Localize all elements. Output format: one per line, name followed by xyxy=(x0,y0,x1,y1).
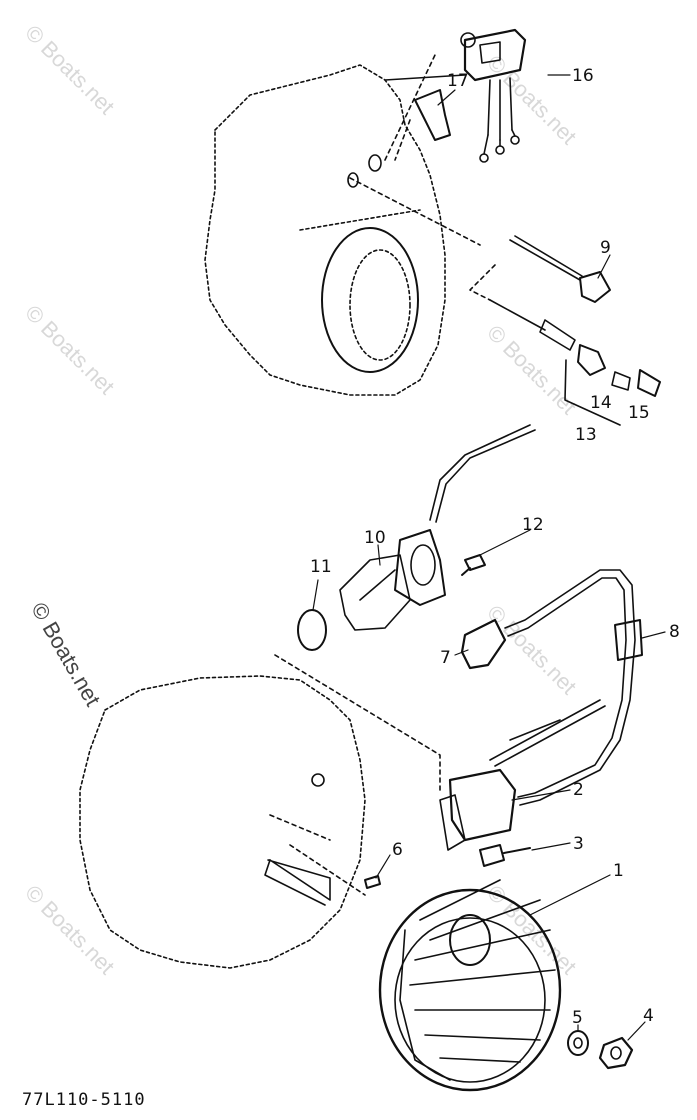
part-2-charge-coil xyxy=(439,699,606,851)
callout-8: 8 xyxy=(669,622,680,642)
housing-opening xyxy=(321,227,419,373)
part-1-flywheel xyxy=(378,879,562,1092)
part-10-ignition-coil xyxy=(339,424,536,631)
diagram-code: 77L110-5110 xyxy=(22,1090,146,1110)
lower-housing xyxy=(79,675,366,969)
callout-2: 2 xyxy=(573,780,584,800)
callout-9: 9 xyxy=(600,238,611,258)
part-9-stop-switch xyxy=(509,235,611,303)
callout-3: 3 xyxy=(573,834,584,854)
callout-15: 15 xyxy=(628,403,650,423)
callout-13: 13 xyxy=(575,425,597,445)
callout-17: 17 xyxy=(447,71,469,91)
callout-1: 1 xyxy=(613,861,624,881)
part-17-bracket xyxy=(414,89,451,141)
callout-4: 4 xyxy=(643,1006,654,1026)
part-4-nut xyxy=(598,1036,634,1070)
callout-10: 10 xyxy=(364,528,386,548)
part-6-key xyxy=(364,875,381,889)
callout-6: 6 xyxy=(392,840,403,860)
part-16-cdi-unit xyxy=(460,28,527,163)
callout-12: 12 xyxy=(522,515,544,535)
callout-14: 14 xyxy=(590,393,612,413)
part-5-washer xyxy=(567,1030,589,1056)
part-3-bolt xyxy=(479,844,531,867)
callout-7: 7 xyxy=(440,648,451,668)
part-8-clamp xyxy=(614,619,643,661)
callout-16: 16 xyxy=(572,66,594,86)
part-12-screw xyxy=(461,554,486,576)
callout-11: 11 xyxy=(310,557,332,577)
part-7-plug-cap xyxy=(460,569,636,806)
part-13-switch-assy xyxy=(489,299,661,426)
part-11-gasket xyxy=(297,609,327,651)
callout-5: 5 xyxy=(572,1008,583,1028)
upper-housing xyxy=(204,64,446,396)
